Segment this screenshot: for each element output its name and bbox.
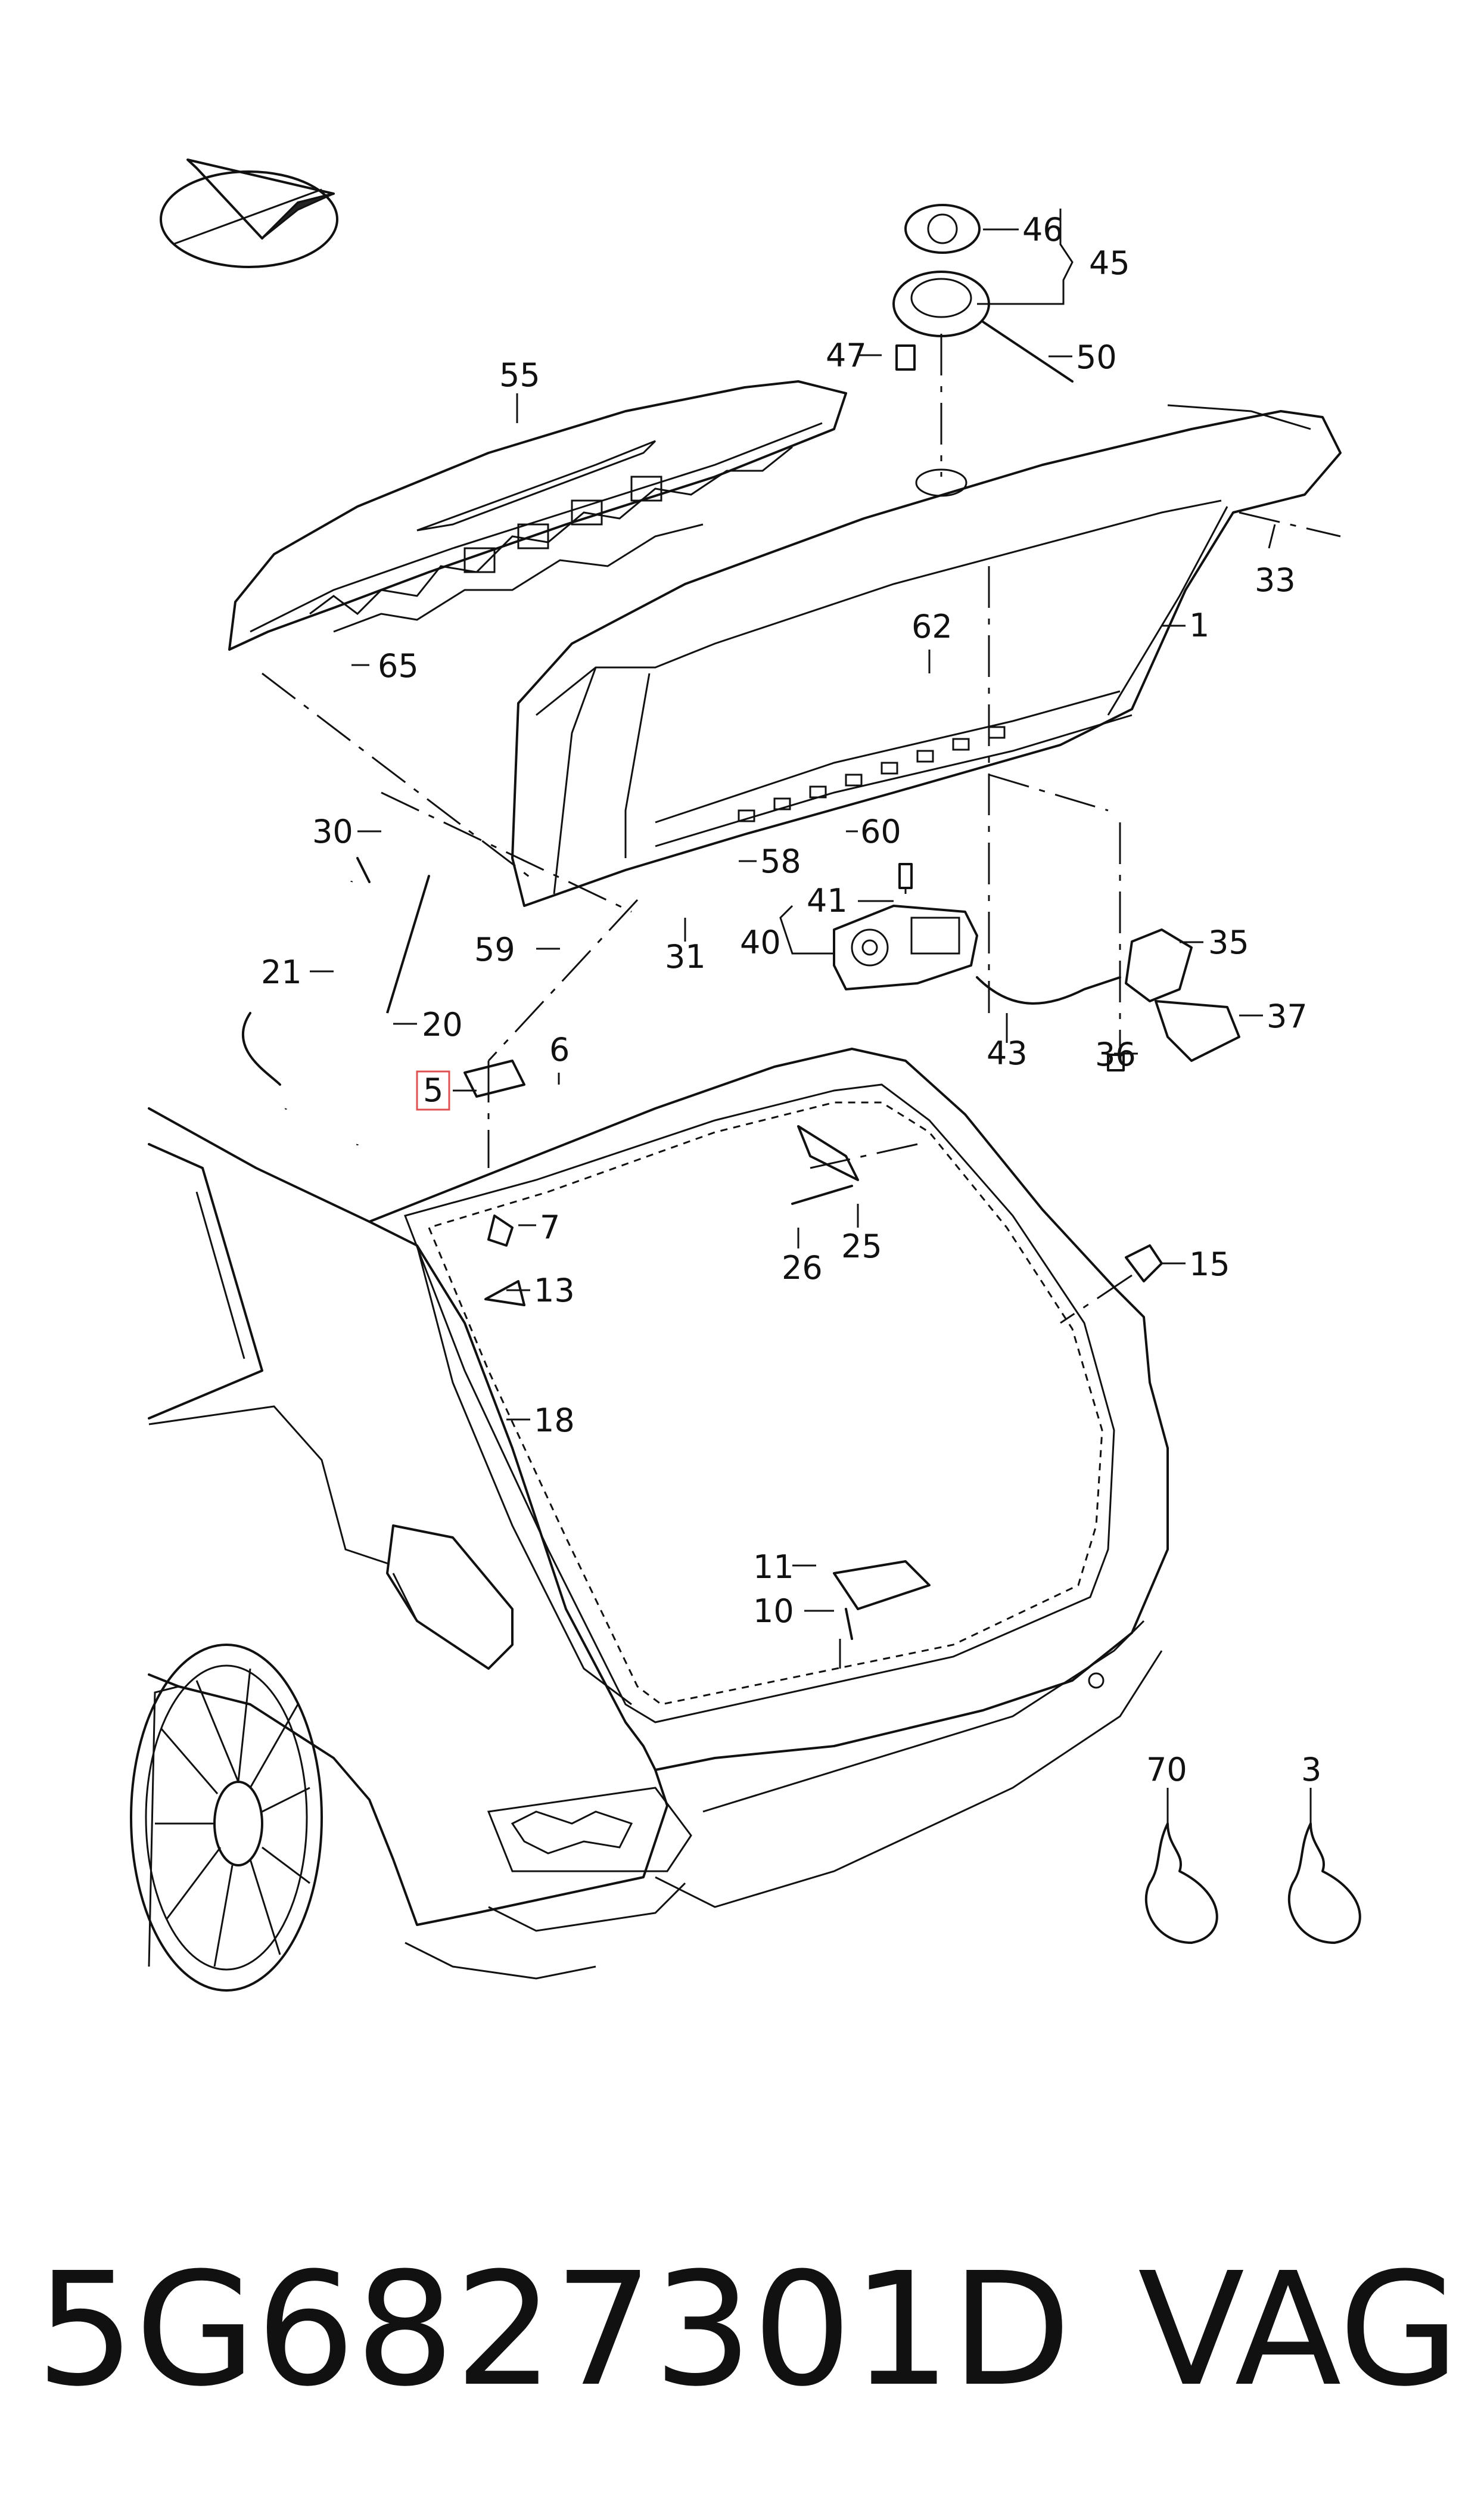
part-label-55: 55 xyxy=(499,356,540,394)
part-label-40: 40 xyxy=(740,924,781,961)
part-label-15: 15 xyxy=(1189,1245,1230,1283)
small-parts xyxy=(463,1060,1361,1944)
reference-lines xyxy=(262,511,1341,1669)
part-label-37: 37 xyxy=(1267,998,1308,1035)
part-label-6: 6 xyxy=(549,1031,570,1069)
part-label-26: 26 xyxy=(782,1249,823,1287)
part-label-59: 59 xyxy=(474,931,515,968)
part-label-1: 1 xyxy=(1189,607,1209,644)
part-label-10: 10 xyxy=(753,1592,794,1630)
tailgate-motor-unit xyxy=(833,863,978,990)
orientation-arrow-icon xyxy=(160,159,338,268)
brand-caption: VAG xyxy=(1138,2239,1460,2421)
part-label-33: 33 xyxy=(1255,561,1296,599)
part-label-21: 21 xyxy=(261,953,302,991)
part-label-45: 45 xyxy=(1089,244,1130,282)
tailgate xyxy=(511,404,1342,907)
part-label-43: 43 xyxy=(987,1035,1028,1072)
part-label-41: 41 xyxy=(807,882,848,920)
part-label-5: 5 xyxy=(423,1071,443,1109)
lock-assembly xyxy=(976,928,1240,1071)
highlight-box xyxy=(416,1070,450,1111)
part-label-65: 65 xyxy=(378,647,419,685)
rear-wheel xyxy=(130,1644,323,1992)
part-label-70: 70 xyxy=(1146,1751,1187,1788)
leader-lines xyxy=(310,209,1312,1824)
part-label-3: 3 xyxy=(1301,1751,1321,1788)
part-label-50: 50 xyxy=(1076,338,1117,376)
part-labels: 46 45 47 50 55 33 1 62 65 30 60 58 41 35… xyxy=(261,211,1321,1788)
emblem-and-handle xyxy=(892,204,1074,477)
part-label-58: 58 xyxy=(760,843,801,880)
part-label-11: 11 xyxy=(753,1548,794,1586)
part-label-35: 35 xyxy=(1208,924,1249,961)
part-label-7: 7 xyxy=(540,1209,560,1246)
part-label-31: 31 xyxy=(665,938,706,976)
part-number-caption: 5G6827301D xyxy=(36,2239,1071,2421)
part-label-36: 36 xyxy=(1095,1036,1136,1073)
part-label-60: 60 xyxy=(860,813,901,850)
part-label-13: 13 xyxy=(534,1272,575,1309)
part-label-30: 30 xyxy=(312,813,353,850)
part-label-18: 18 xyxy=(534,1402,575,1439)
tailgate-trim-panel xyxy=(228,380,847,651)
part-label-47: 47 xyxy=(826,337,867,374)
part-label-46: 46 xyxy=(1022,211,1063,249)
part-label-20: 20 xyxy=(422,1006,463,1043)
gas-struts xyxy=(241,857,430,1145)
part-label-25: 25 xyxy=(841,1228,882,1265)
part-label-62: 62 xyxy=(911,608,953,645)
vehicle-rear-body xyxy=(148,1048,1169,1980)
